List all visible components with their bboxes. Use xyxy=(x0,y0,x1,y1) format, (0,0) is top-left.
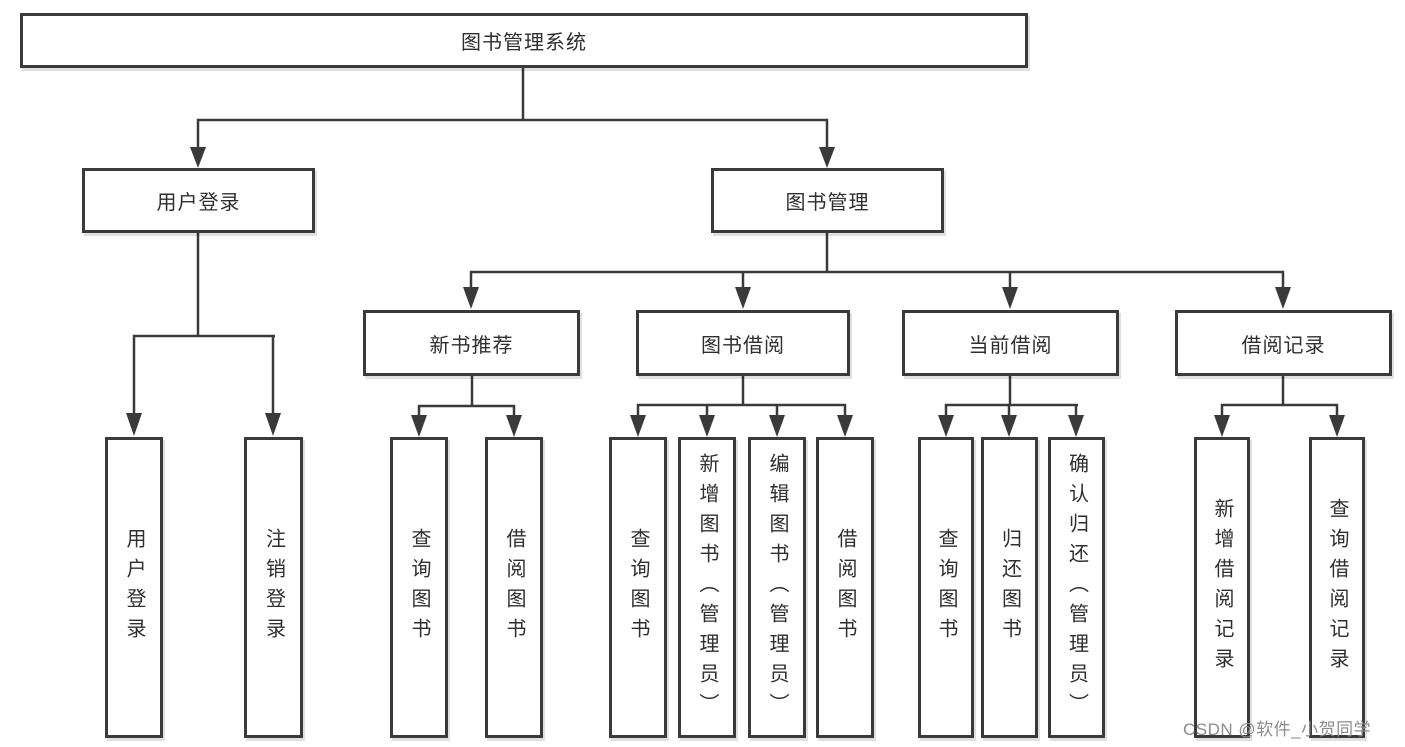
current-borrow-connectors xyxy=(938,376,1084,437)
node-new-book-recommend-label: 新书推荐 xyxy=(429,334,514,357)
leaf-bb-borrow-books-label: 借阅图书 xyxy=(834,527,856,648)
leaf-nbr-borrow-books-label: 借阅图书 xyxy=(503,527,525,648)
leaf-nbr-borrow-books: 借阅图书 xyxy=(485,437,543,738)
leaf-logout: 注销登录 xyxy=(244,437,303,738)
node-borrow-record: 借阅记录 xyxy=(1175,310,1392,376)
leaf-bb-query-books-label: 查询图书 xyxy=(627,527,649,648)
node-book-borrow-label: 图书借阅 xyxy=(701,334,785,357)
node-new-book-recommend: 新书推荐 xyxy=(363,310,580,376)
leaf-cb-query-books-label: 查询图书 xyxy=(935,527,957,648)
node-current-borrow: 当前借阅 xyxy=(902,310,1119,376)
node-user-login-label: 用户登录 xyxy=(156,192,241,214)
leaf-cb-return-books: 归还图书 xyxy=(981,437,1038,738)
user-login-connectors xyxy=(126,233,281,436)
leaf-nbr-query-books-label: 查询图书 xyxy=(408,527,430,648)
leaf-cb-confirm-return-admin: 确认归还（管理员） xyxy=(1048,437,1105,738)
node-root: 图书管理系统 xyxy=(20,13,1028,68)
leaf-bb-edit-books-admin: 编辑图书（管理员） xyxy=(748,437,806,738)
leaf-user-login: 用户登录 xyxy=(105,437,163,738)
leaf-logout-label: 注销登录 xyxy=(262,527,285,648)
leaf-user-login-label: 用户登录 xyxy=(123,527,145,648)
leaf-nbr-query-books: 查询图书 xyxy=(390,437,448,738)
leaf-cb-return-books-label: 归还图书 xyxy=(998,527,1021,648)
leaf-br-query-record-label: 查询借阅记录 xyxy=(1326,497,1348,678)
leaf-bb-borrow-books: 借阅图书 xyxy=(816,437,874,738)
node-book-management-label: 图书管理 xyxy=(785,192,870,214)
book-borrow-connectors xyxy=(630,376,853,437)
node-borrow-record-label: 借阅记录 xyxy=(1241,334,1326,357)
new-book-rec-connectors xyxy=(411,376,522,437)
node-root-label: 图书管理系统 xyxy=(461,32,587,54)
book-mgmt-connectors xyxy=(463,233,1291,309)
leaf-cb-query-books: 查询图书 xyxy=(918,437,974,738)
leaf-br-add-record-label: 新增借阅记录 xyxy=(1211,497,1233,678)
node-current-borrow-label: 当前借阅 xyxy=(968,334,1053,357)
leaf-bb-add-books-admin-label: 新增图书（管理员） xyxy=(696,452,718,723)
borrow-record-connectors xyxy=(1214,376,1345,437)
leaf-cb-confirm-return-admin-label: 确认归还（管理员） xyxy=(1065,452,1088,723)
node-user-login-branch: 用户登录 xyxy=(82,168,315,233)
leaf-bb-add-books-admin: 新增图书（管理员） xyxy=(678,437,736,738)
leaf-bb-edit-books-admin-label: 编辑图书（管理员） xyxy=(766,452,788,723)
node-book-borrow: 图书借阅 xyxy=(636,310,850,376)
csdn-watermark: CSDN @软件_小贺同学 xyxy=(1183,720,1372,739)
leaf-br-add-record: 新增借阅记录 xyxy=(1194,437,1250,738)
leaf-br-query-record: 查询借阅记录 xyxy=(1309,437,1365,738)
root-connectors xyxy=(190,68,835,168)
node-book-management-branch: 图书管理 xyxy=(711,168,944,233)
leaf-bb-query-books: 查询图书 xyxy=(609,437,667,738)
